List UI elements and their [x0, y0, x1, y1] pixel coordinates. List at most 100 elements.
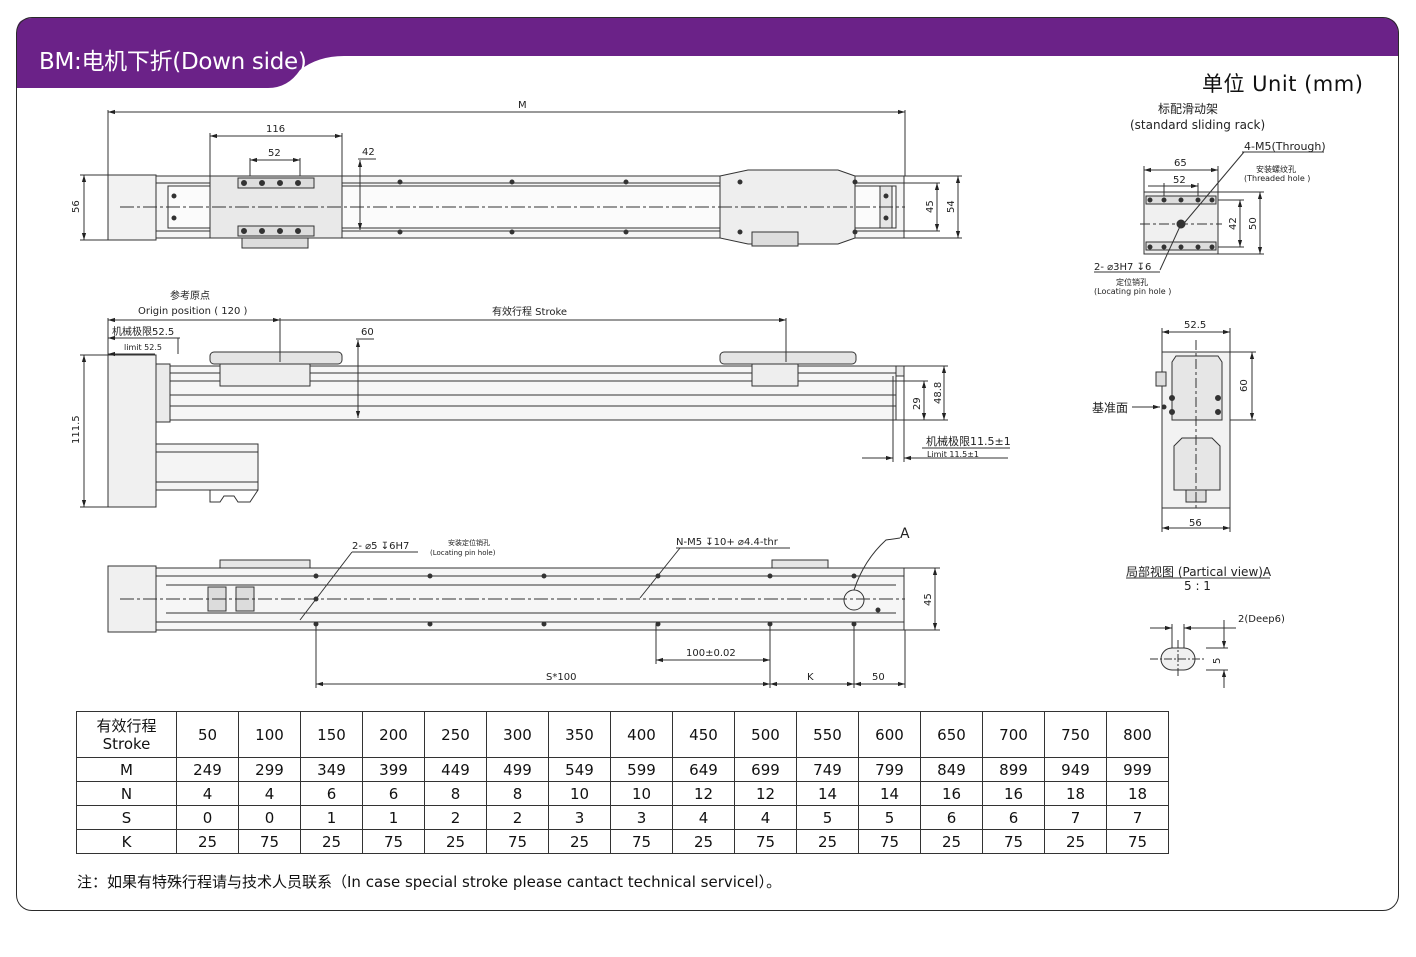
table-cell: 1: [362, 805, 425, 830]
side-view: [80, 317, 1010, 508]
table-cell: 75: [982, 829, 1045, 854]
thread-cn: 安装螺纹孔: [1256, 164, 1296, 174]
dim-116: 116: [266, 124, 285, 135]
partial-scale: 5 : 1: [1184, 579, 1211, 593]
rack-view: [1094, 151, 1324, 273]
rack-pin-spec: 2- ⌀3H7 ↧6: [1094, 262, 1151, 273]
threaded-spec: N-M5 ↧10+ ⌀4.4-thr: [676, 537, 779, 548]
page-title: BM:电机下折(Down side): [39, 49, 307, 75]
dim-45: 45: [925, 200, 936, 213]
bottom-view: [107, 537, 940, 688]
table-cell: 7: [1044, 805, 1107, 830]
table-cell: 6: [982, 805, 1045, 830]
limit2-cn: 机械极限11.5±1: [926, 434, 1011, 448]
table-cell: 200: [362, 711, 425, 758]
limit-cn: 机械极限52.5: [112, 325, 174, 338]
table-cell: 0: [176, 805, 239, 830]
origin-position: Origin position ( 120 ): [138, 306, 248, 317]
table-cell: 399: [362, 757, 425, 782]
table-cell: 25: [548, 829, 611, 854]
thread-spec: 4-M5(Through): [1244, 140, 1326, 153]
table-cell: 349: [300, 757, 363, 782]
table-cell: 799: [858, 757, 921, 782]
dim-42: 42: [362, 147, 375, 158]
table-cell: 899: [982, 757, 1045, 782]
rack-view-labels: 标配滑动架 (standard sliding rack) 4-M5(Throu…: [1094, 102, 1326, 296]
row-header: K: [76, 829, 177, 854]
table-cell: 150: [300, 711, 363, 758]
table-cell: 700: [982, 711, 1045, 758]
limit2-en: Limit 11.5±1: [927, 450, 979, 459]
pin-cn: 安装定位销孔: [448, 538, 490, 547]
table-cell: 75: [486, 829, 549, 854]
table-cell: 18: [1106, 781, 1169, 806]
table-cell: 14: [796, 781, 859, 806]
table-cell: 299: [238, 757, 301, 782]
end-dim-52-5: 52.5: [1184, 320, 1206, 331]
table-cell: 25: [796, 829, 859, 854]
table-cell: 7: [1106, 805, 1169, 830]
end-dim-60: 60: [1239, 379, 1250, 392]
table-cell: 75: [858, 829, 921, 854]
table-cell: 650: [920, 711, 983, 758]
table-cell: 550: [796, 711, 859, 758]
table-cell: 25: [424, 829, 487, 854]
end-dim-56: 56: [1189, 518, 1202, 529]
ref-origin-cn: 参考原点: [170, 289, 210, 302]
row-header-text: N: [120, 784, 133, 803]
table-cell: 25: [920, 829, 983, 854]
table-cell: 18: [1044, 781, 1107, 806]
rack-dim-50: 50: [1248, 217, 1259, 230]
table-cell: 4: [672, 805, 735, 830]
rack-dim-65: 65: [1174, 158, 1187, 169]
end-view-labels: 52.5 60 56 基准面: [1092, 320, 1250, 529]
datum-label: 基准面: [1092, 401, 1128, 415]
table-cell: 16: [982, 781, 1045, 806]
table-cell: 350: [548, 711, 611, 758]
pin-en: (Locating pin hole): [430, 549, 496, 557]
partial-title: 局部视图 (Partical view)A: [1126, 564, 1272, 579]
table-cell: 599: [610, 757, 673, 782]
partial-view: [1126, 577, 1270, 688]
rack-title-en: (standard sliding rack): [1130, 118, 1265, 132]
table-cell: 449: [424, 757, 487, 782]
side-view-labels: 参考原点 Origin position ( 120 ) 机械极限52.5 li…: [71, 289, 1011, 459]
table-cell: 25: [672, 829, 735, 854]
rack-dim-52: 52: [1173, 175, 1186, 186]
table-cell: 75: [610, 829, 673, 854]
table-cell: 800: [1106, 711, 1169, 758]
table-cell: 50: [176, 711, 239, 758]
table-cell: 500: [734, 711, 797, 758]
row-header-text: 有效行程: [96, 716, 157, 735]
table-cell: 3: [610, 805, 673, 830]
dim-111-5: 111.5: [71, 415, 82, 444]
dim-52: 52: [268, 148, 281, 159]
table-cell: 8: [424, 781, 487, 806]
table-cell: 3: [548, 805, 611, 830]
table-cell: 0: [238, 805, 301, 830]
row-header-text: K: [121, 832, 132, 851]
dim-56: 56: [71, 200, 82, 213]
thread-en: (Threaded hole ): [1244, 174, 1310, 183]
table-cell: 5: [796, 805, 859, 830]
table-cell: 14: [858, 781, 921, 806]
top-view: [80, 109, 962, 249]
table-cell: 4: [734, 805, 797, 830]
row-header: S: [76, 805, 177, 830]
table-cell: 849: [920, 757, 983, 782]
dim-M: M: [518, 100, 527, 111]
table-cell: 25: [300, 829, 363, 854]
table-cell: 999: [1106, 757, 1169, 782]
table-cell: 549: [548, 757, 611, 782]
table-cell: 600: [858, 711, 921, 758]
table-cell: 10: [548, 781, 611, 806]
table-cell: 6: [920, 805, 983, 830]
label-A: A: [900, 526, 910, 542]
